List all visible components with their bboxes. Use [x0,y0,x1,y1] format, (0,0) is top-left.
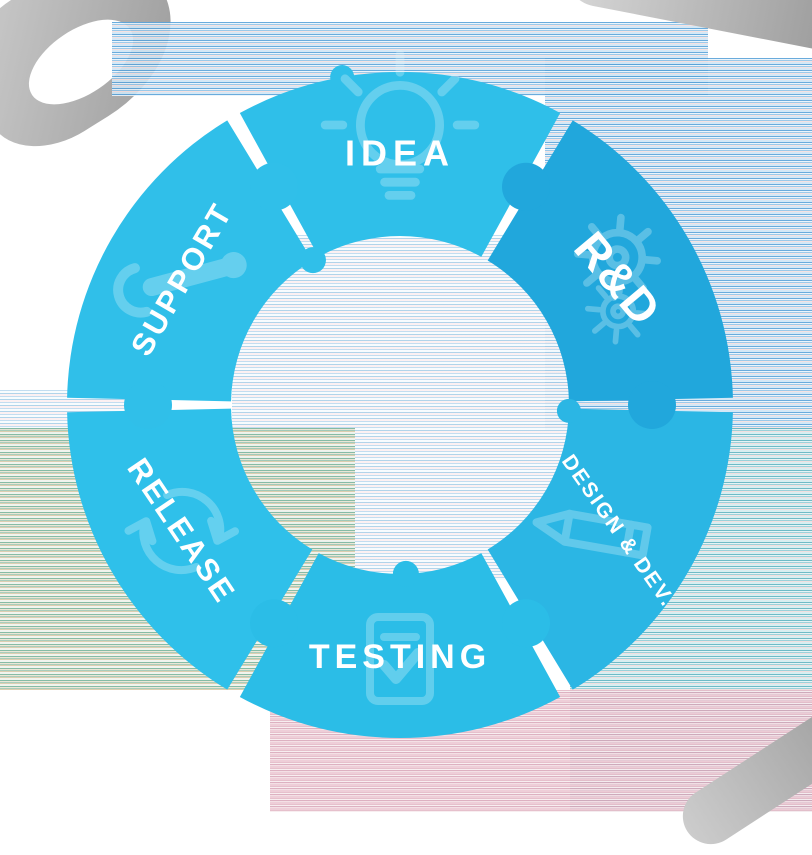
gears-icon [573,213,661,345]
puzzle-tab-1 [628,381,676,429]
puzzle-tab-2 [502,599,550,648]
puzzle-edge-knob-3 [330,65,355,90]
lightbulb-icon [320,50,480,200]
puzzle-tab-3 [250,599,298,648]
puzzle-piece-idea [239,72,561,257]
segment-label-idea: IDEA [345,133,455,174]
puzzle-tab-4 [124,381,172,429]
checklist-icon [366,613,434,705]
refresh-icon [124,487,240,575]
puzzle-edge-knob-2 [556,398,581,423]
wrench-icon [113,252,247,318]
segment-label-testing: TESTING [309,638,491,676]
puzzle-piece-testing [239,553,561,738]
puzzle-tab-5 [250,162,298,211]
puzzle-edge-knob-1 [392,560,419,587]
puzzle-tab-0 [502,162,550,211]
pencil-icon [532,509,652,560]
puzzle-edge-knob-0 [299,247,326,274]
